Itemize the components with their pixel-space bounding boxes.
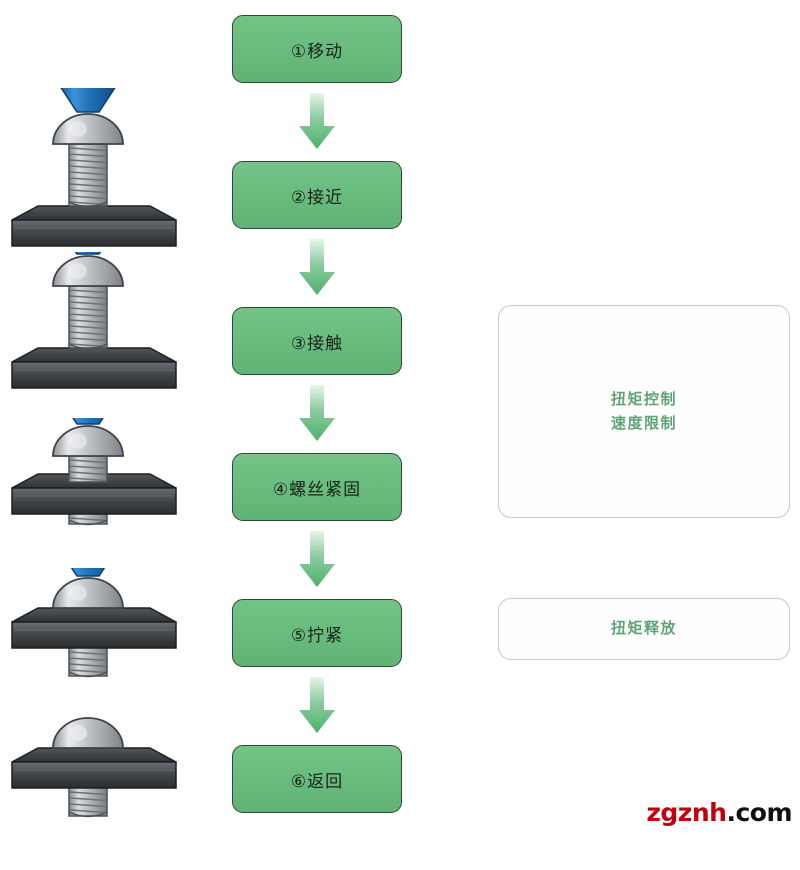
flow-step-6[interactable]: ⑥返回: [232, 745, 402, 813]
flow-step-label: ②接近: [290, 187, 344, 208]
stage-return: [0, 700, 190, 870]
annotation-box-1: 扭矩控制速度限制: [498, 305, 790, 518]
stage-fasten: [0, 568, 190, 738]
flow-arrow-down-icon: [297, 677, 337, 733]
flow-step-label: ①移动: [290, 41, 344, 62]
watermark-tld: .com: [726, 798, 792, 827]
flow-step-3[interactable]: ③接触: [232, 307, 402, 375]
flow-step-5[interactable]: ⑤拧紧: [232, 599, 402, 667]
flow-arrow-down-icon: [297, 93, 337, 149]
stage-move: [0, 88, 190, 258]
annotation-line: 扭矩控制: [610, 390, 677, 409]
stage-contact: [0, 418, 190, 588]
flow-arrow-down-icon: [297, 531, 337, 587]
diagram-canvas: ①移动 ②接近 ③接触 ④螺丝紧固 ⑤拧紧 ⑥返回 扭矩控制速度限制扭矩释放 zgznh.…: [0, 15, 792, 827]
flow-arrow-down-icon: [297, 239, 337, 295]
flow-step-label: ③接触: [290, 333, 344, 354]
flow-step-label: ⑤拧紧: [290, 625, 344, 646]
annotation-line: 扭矩释放: [610, 619, 677, 638]
annotation-box-2: 扭矩释放: [498, 598, 790, 660]
stage-approach: [0, 252, 190, 422]
flow-step-1[interactable]: ①移动: [232, 15, 402, 83]
flow-step-label: ④螺丝紧固: [272, 479, 362, 500]
annotation-line: 速度限制: [610, 413, 677, 432]
flow-step-2[interactable]: ②接近: [232, 161, 402, 229]
flow-step-4[interactable]: ④螺丝紧固: [232, 453, 402, 521]
flow-step-label: ⑥返回: [290, 771, 344, 792]
watermark-site-name: zgznh: [646, 798, 727, 827]
watermark: zgznh.com: [646, 798, 792, 827]
flow-arrow-down-icon: [297, 385, 337, 441]
